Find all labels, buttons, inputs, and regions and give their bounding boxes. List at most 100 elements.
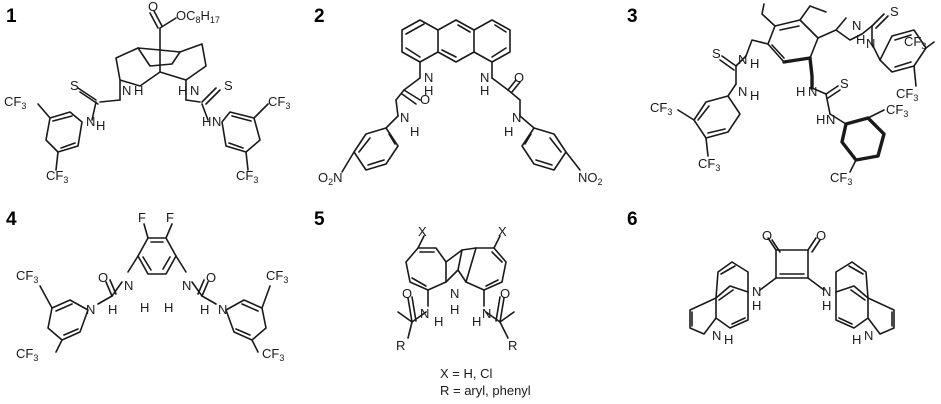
c4-o2: O	[206, 270, 216, 285]
c3-cf3-f: CF3	[830, 170, 852, 187]
c2-h3: H	[410, 124, 419, 139]
c4-f2: F	[166, 210, 174, 225]
c2-no2-right: NO2	[578, 170, 603, 187]
compound-5-structure	[397, 235, 515, 339]
compound-1-structure	[37, 10, 269, 171]
c3-n-mid: N	[808, 84, 817, 99]
c6-n-indole-left: N	[712, 328, 721, 343]
c4-n1: N	[124, 278, 133, 293]
c6-h-right: H	[822, 298, 831, 313]
compound-2-structure	[341, 19, 581, 173]
compound-6-structure	[689, 237, 895, 335]
c4-n3: N	[86, 302, 95, 317]
c4-f1: F	[138, 210, 146, 225]
c4-o1: O	[98, 270, 108, 285]
c5-o-right: O	[500, 286, 510, 301]
c6-n-right: N	[822, 284, 831, 299]
c3-s-mid: S	[840, 76, 849, 91]
c2-n1: N	[424, 70, 433, 85]
c2-no2-left: O2N	[318, 170, 343, 187]
c3-n-bridge: N	[852, 18, 861, 33]
c6-o-left: O	[762, 228, 772, 243]
compound-4-structure	[39, 223, 271, 353]
c4-h3: H	[108, 302, 117, 317]
c4-cf3-a: CF3	[16, 268, 38, 285]
c4-cf3-c: CF3	[266, 268, 288, 285]
c1-cf3-a: CF3	[4, 94, 26, 111]
compound-4-label: 4	[6, 209, 17, 230]
c3-s-left: S	[712, 46, 721, 61]
c4-h2: H	[164, 300, 173, 315]
c5-legend-x: X = H, Cl	[440, 366, 492, 381]
c3-n-mid2: N	[826, 112, 835, 127]
c1-n-c: N	[86, 114, 95, 129]
c2-h4: H	[504, 124, 513, 139]
c5-o-left: O	[402, 286, 412, 301]
c2-n3: N	[400, 110, 409, 125]
c5-h-core: H	[450, 302, 459, 317]
c2-h1: H	[424, 83, 433, 98]
c2-n4: N	[512, 110, 521, 125]
c4-cf3-d: CF3	[262, 346, 284, 363]
c6-h-indole-left: H	[724, 332, 733, 347]
c4-h4: H	[200, 302, 209, 317]
c2-h2: H	[480, 83, 489, 98]
compound-1-label: 1	[6, 6, 17, 27]
c3-h-top: H	[856, 32, 865, 47]
c1-s-a: S	[70, 78, 79, 93]
c6-h-left: H	[752, 298, 761, 313]
c5-h-left: H	[434, 314, 443, 329]
c3-n-left2: N	[738, 84, 747, 99]
compound-2-label: 2	[314, 6, 325, 27]
c1-ester-oc: OC8H17	[176, 8, 220, 25]
c1-n-d: N	[212, 114, 221, 129]
c1-h-a: H	[134, 83, 143, 98]
c2-o-right: O	[514, 70, 524, 85]
c5-x-left: X	[418, 224, 427, 239]
c2-n2: N	[480, 70, 489, 85]
c3-h-mid: H	[796, 84, 805, 99]
compound-3-structure	[677, 3, 935, 173]
c6-h-indole-right: H	[852, 332, 861, 347]
c1-h-d: H	[202, 114, 211, 129]
c5-h-right: H	[472, 314, 481, 329]
compound-3-label: 3	[627, 6, 638, 27]
c3-cf3-a: CF3	[650, 100, 672, 117]
c3-h-left: H	[750, 56, 759, 71]
c3-s-top: S	[890, 4, 899, 19]
c1-n-a: N	[122, 83, 131, 98]
c6-n-indole-right: N	[864, 328, 873, 343]
c1-cf3-c: CF3	[268, 94, 290, 111]
c6-n-left: N	[752, 284, 761, 299]
c5-r-left: R	[396, 338, 405, 353]
c4-n4: N	[218, 302, 227, 317]
c1-s-b: S	[224, 78, 233, 93]
compound-5-label: 5	[314, 209, 325, 230]
c3-h-left2: H	[750, 88, 759, 103]
c5-r-right: R	[508, 338, 517, 353]
c5-x-right: X	[498, 224, 507, 239]
c1-cf3-d: CF3	[236, 168, 258, 185]
c3-n-left: N	[738, 52, 747, 67]
compound-6-label: 6	[627, 209, 638, 230]
c3-n-top: N	[866, 36, 875, 51]
c5-legend-r: R = aryl, phenyl	[440, 383, 531, 398]
c5-n-right: N	[482, 306, 491, 321]
c3-cf3-b: CF3	[698, 156, 720, 173]
c1-n-b: N	[190, 83, 199, 98]
c4-cf3-b: CF3	[16, 346, 38, 363]
c4-h1: H	[140, 300, 149, 315]
c5-n-core: N	[450, 286, 459, 301]
c1-h-b: H	[178, 83, 187, 98]
c5-n-left: N	[420, 306, 429, 321]
c6-o-right: O	[816, 228, 826, 243]
c2-o-left: O	[420, 92, 430, 107]
c3-cf3-d: CF3	[896, 86, 918, 103]
c4-n2: N	[182, 278, 191, 293]
c3-cf3-e: CF3	[886, 102, 908, 119]
c1-cf3-b: CF3	[46, 168, 68, 185]
c1-ester-o: O	[148, 0, 158, 14]
c3-h-mid2: H	[816, 112, 825, 127]
c1-h-c: H	[96, 118, 105, 133]
